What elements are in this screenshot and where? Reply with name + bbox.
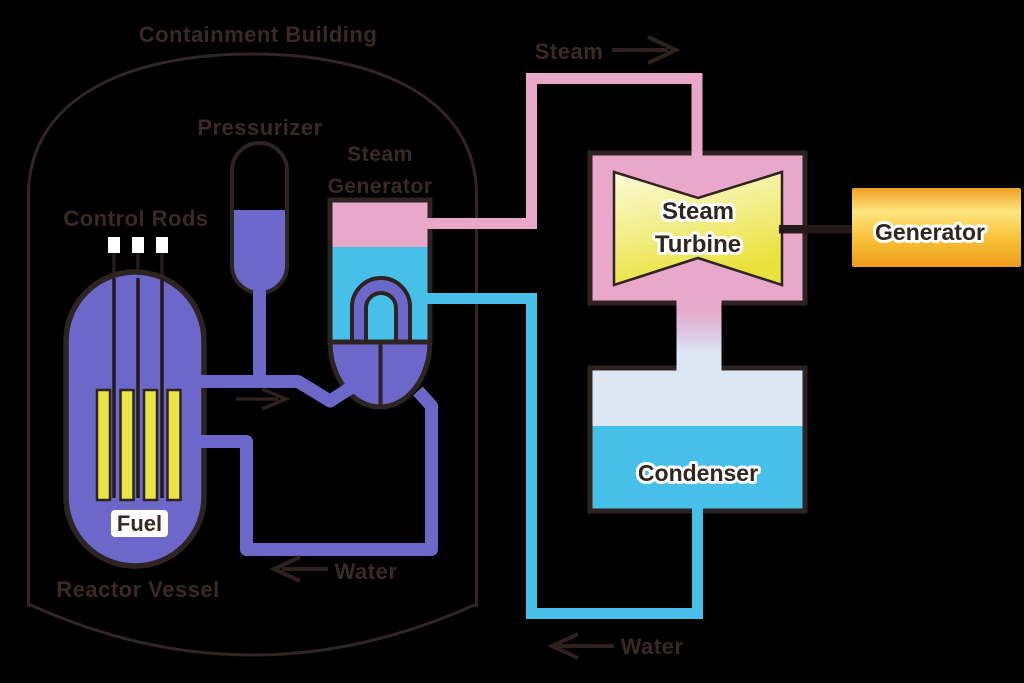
steam-generator-label-line2: Generator [328, 175, 433, 198]
steam-generator-steam-space [330, 200, 430, 247]
turbine-shaft [779, 225, 855, 234]
reactor-vessel-label: Reactor Vessel [56, 577, 220, 602]
primary-loop-pipes [196, 282, 438, 556]
water-flow-label-primary: Water [335, 559, 398, 584]
condenser [587, 365, 808, 514]
control-rods-in-vessel [112, 278, 164, 498]
steam-turbine-label-line1: Steam [662, 198, 734, 225]
turbine-rotor [612, 170, 784, 287]
generator-label: Generator [875, 219, 985, 245]
generator-box [852, 188, 1021, 267]
flow-arrows [236, 35, 681, 660]
condenser-label: Condenser [638, 460, 758, 486]
fuel-rod [119, 388, 135, 502]
control-rods-label: Control Rods [63, 206, 208, 231]
steam-pipe [426, 73, 703, 229]
steam-turbine-label-line2: Turbine [655, 231, 741, 258]
containment-floor-arc [27, 602, 478, 657]
control-rod-drive [132, 237, 144, 253]
hot-leg-pipe [196, 375, 356, 408]
feedwater-pipe [426, 293, 703, 619]
containment-building-outline [27, 52, 478, 657]
fuel-rod [142, 388, 159, 502]
fuel-rod [166, 388, 182, 502]
cold-leg-pipe [196, 386, 438, 556]
fuel-rods [95, 388, 182, 502]
steam-generator-label-line1: Steam [347, 143, 413, 166]
condenser-water [590, 426, 805, 511]
pressurizer-label: Pressurizer [197, 115, 322, 140]
steam-flow-label: Steam [535, 39, 604, 64]
fuel-rod [95, 388, 112, 502]
fuel-label-box [111, 510, 168, 537]
pressurizer-vessel [230, 141, 289, 295]
water-flow-label-secondary: Water [621, 634, 684, 659]
control-rod-drive [108, 237, 120, 253]
steam-generator [327, 197, 433, 410]
water-flow-arrow-primary [269, 555, 328, 583]
steam-generator-u-tube [350, 276, 412, 346]
water-flow-arrow-secondary [547, 632, 614, 660]
steam-flow-arrow [612, 35, 681, 65]
hot-leg-flow-arrow [236, 387, 291, 411]
containment-label: Containment Building [139, 22, 378, 47]
pressurizer-water [232, 210, 287, 293]
turbine-exhaust-pipe [676, 297, 722, 371]
fuel-label: Fuel [117, 511, 162, 536]
control-rod-drive [156, 237, 168, 253]
